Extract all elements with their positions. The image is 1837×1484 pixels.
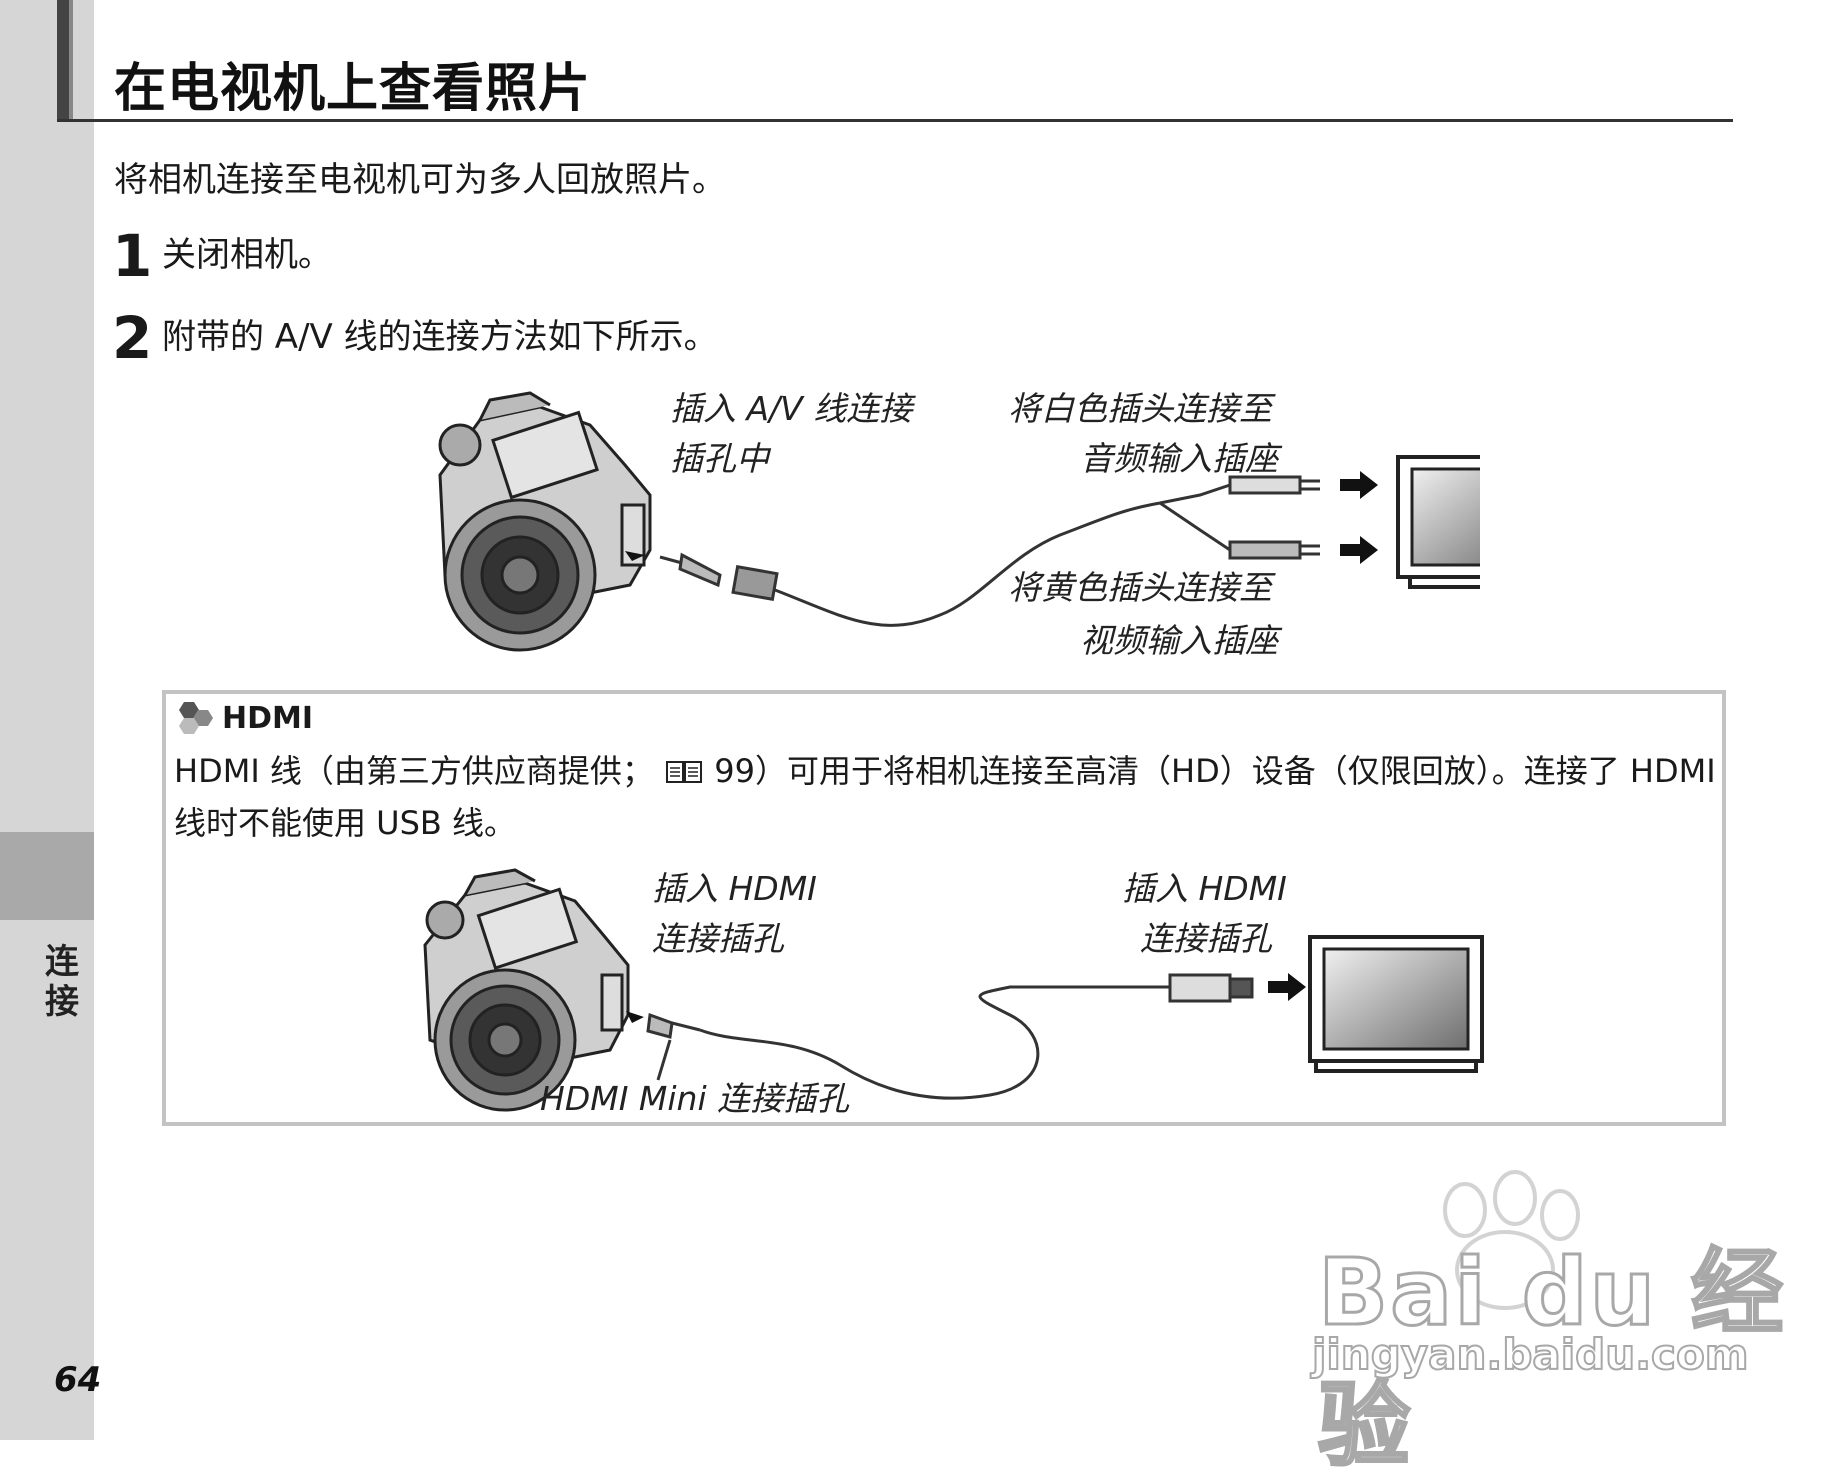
av-cable [659,475,1320,627]
note-heading-text: HDMI [222,700,314,736]
title-accent-bar-light [69,0,73,122]
fig2-tv-label-line1: 插入 HDMI [1122,869,1287,908]
fig2-mini-port-label: HDMI Mini 连接插孔 [540,1079,850,1118]
note-heading: HDMI [176,700,313,736]
sidebar-section-tab [0,832,94,920]
hex-note-icon [179,702,213,734]
fig1-yellow-plug-label-line1: 将黄色插头连接至 [1008,568,1272,607]
fig1-camera-label-line2: 插孔中 [670,439,769,478]
page-title: 在电视机上查看照片 [114,59,592,119]
fig1-white-plug-label-line2: 音频输入插座 [1080,439,1278,478]
arrow-icon [626,973,1306,1023]
fig1-white-plug-label-line1: 将白色插头连接至 [1008,389,1272,428]
hdmi-note-box [162,690,1726,1126]
arrow-icon [625,471,1378,564]
note-body: HDMI 线（由第三方供应商提供； 99）可用于将相机连接至高清（HD）设备（仅… [174,745,1719,849]
tv-icon [1308,935,1484,1073]
title-divider [57,119,1733,122]
title-accent-bar [57,0,69,122]
step-number: 1 [112,222,153,290]
note-page-ref[interactable]: 99 [714,752,755,790]
camera-icon [423,868,630,1112]
fig2-camera-label-line2: 连接插孔 [652,919,784,958]
fig2-tv-label-line2: 连接插孔 [1140,919,1272,958]
watermark-url: jingyan.baidu.com [1311,1329,1750,1380]
baidu-paw-watermark [1443,1170,1580,1310]
page-number: 64 [54,1360,102,1400]
fig1-yellow-plug-label-line2: 视频输入插座 [1080,621,1278,660]
step-number: 2 [112,304,153,372]
step-text: 附带的 A/V 线的连接方法如下所示。 [162,317,718,357]
sidebar [0,0,94,1440]
hdmi-cable [646,973,1254,1100]
fig1-camera-label-line1: 插入 A/V 线连接 [670,389,913,428]
step-text: 关闭相机。 [162,235,332,275]
note-body-text-1: HDMI 线（由第三方供应商提供； [174,752,654,790]
section-label: 连接 [45,942,79,1022]
book-icon [666,761,703,783]
tv-icon [1396,455,1480,589]
camera-icon [438,391,652,652]
av-connection-figure [438,391,1480,652]
watermark-brand: Bai du 经验 [1317,1238,1786,1481]
note-body-text-2: ）可用于将相机连接至高清（HD）设备（仅限回放）。连接了 HDMI 线时不能使用… [174,752,1716,842]
hdmi-connection-figure [423,868,1484,1112]
fig2-camera-label-line1: 插入 HDMI [652,869,817,908]
intro-text: 将相机连接至电视机可为多人回放照片。 [114,160,726,200]
